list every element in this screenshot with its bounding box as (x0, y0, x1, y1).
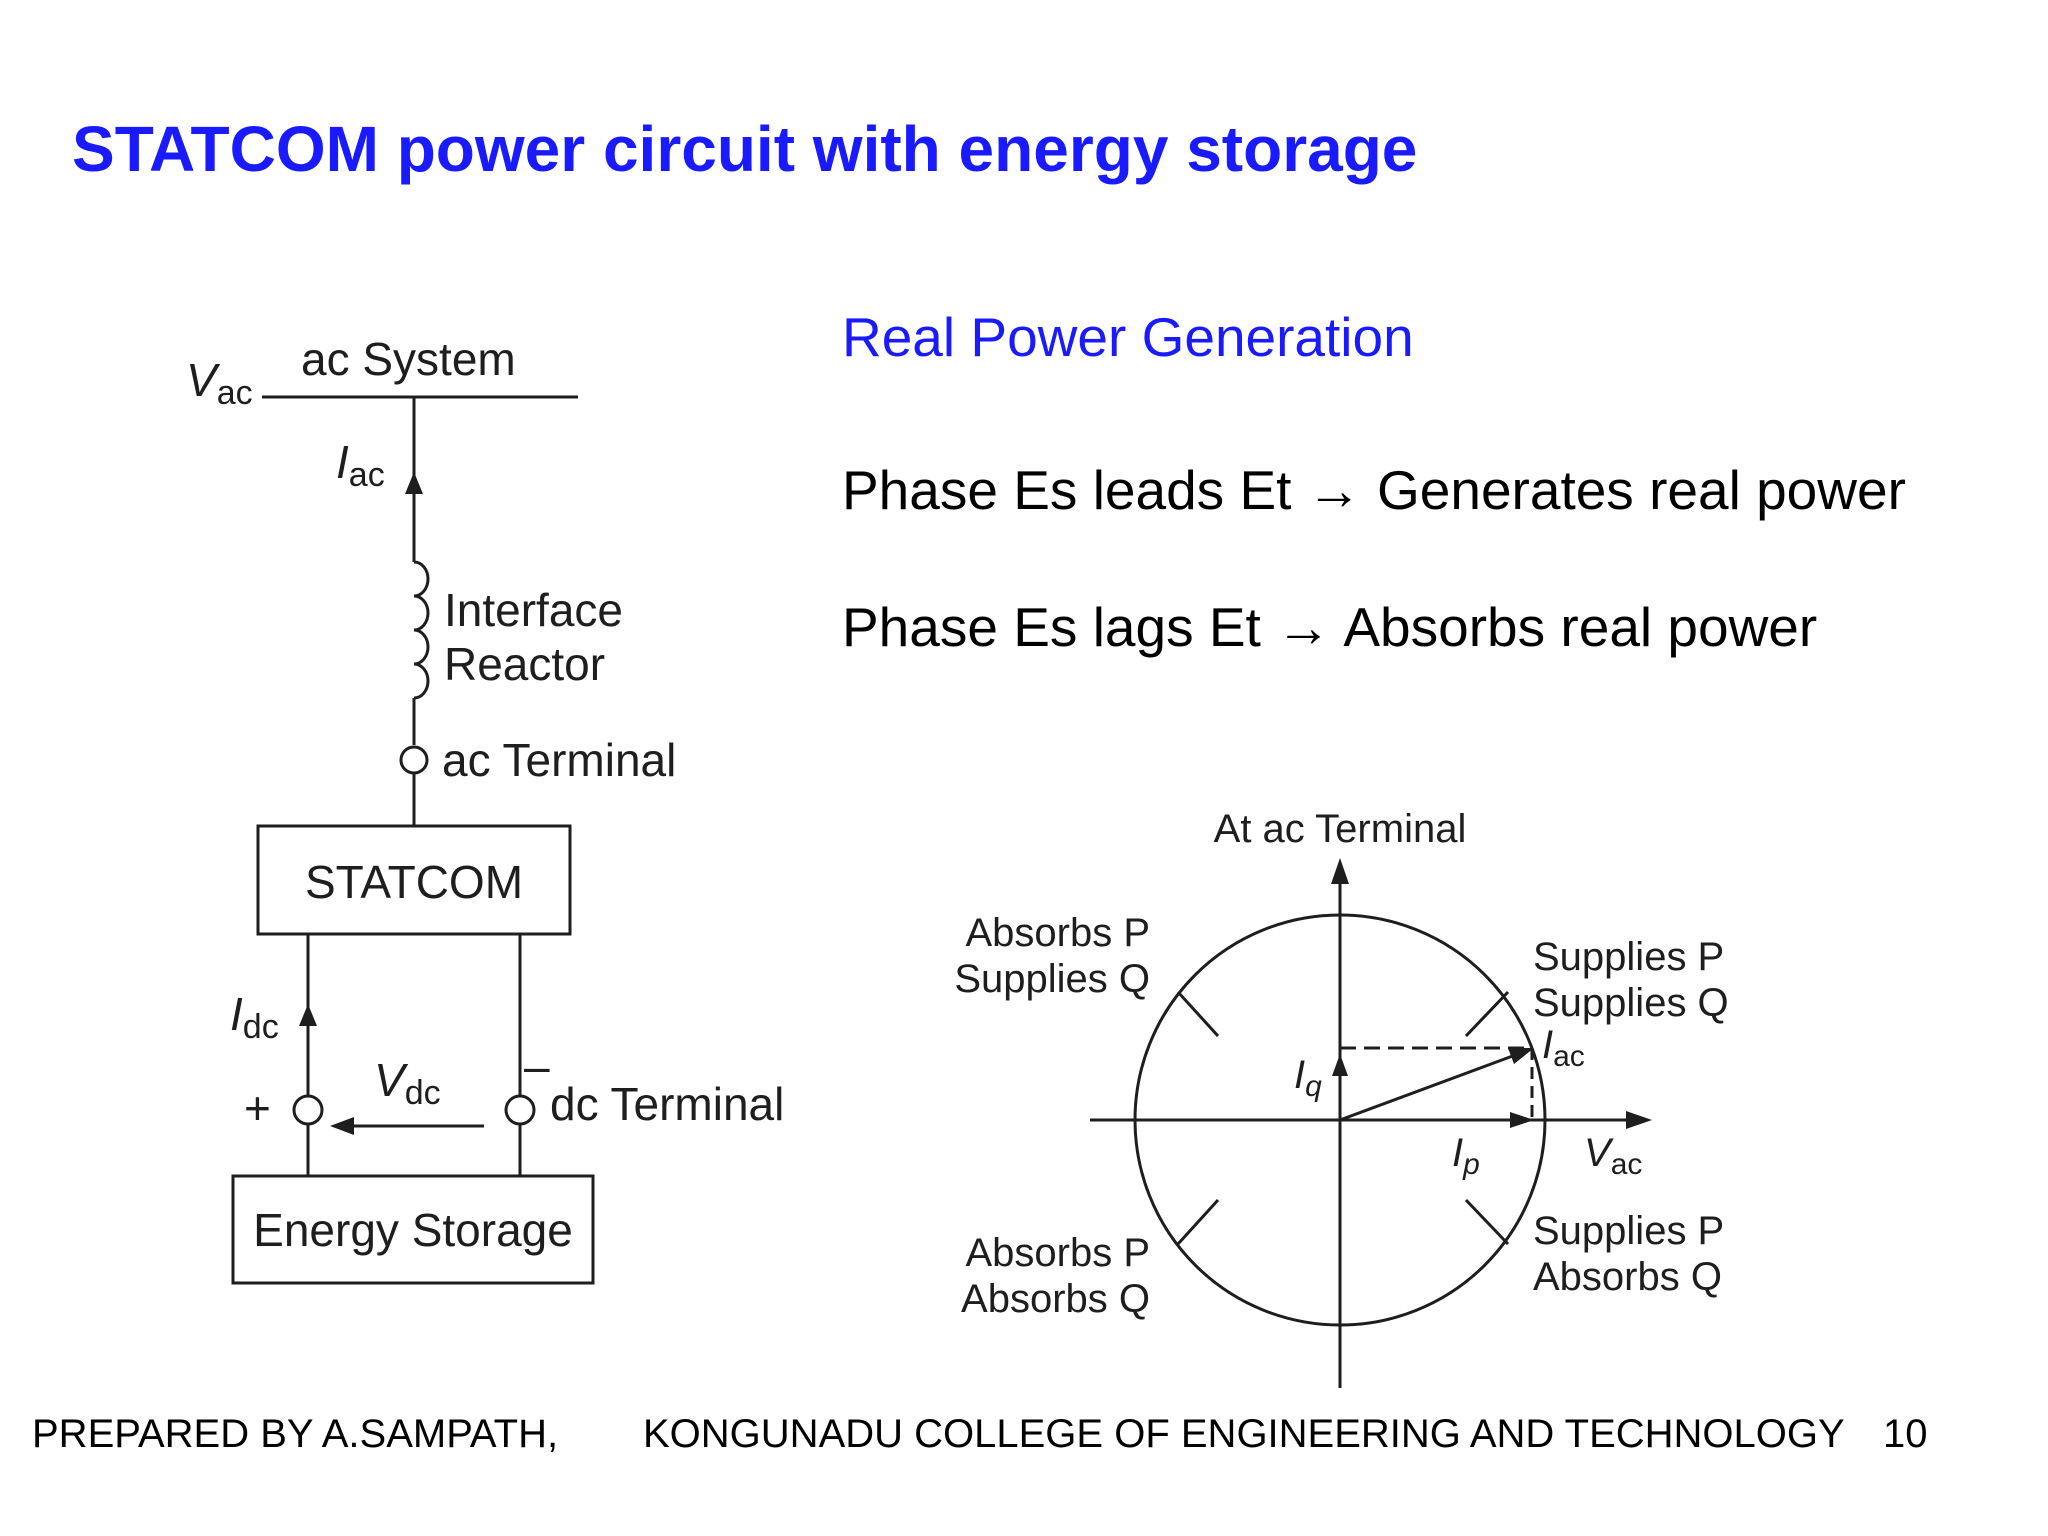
phasor-title: At ac Terminal (1214, 807, 1467, 851)
upper-right-quadrant-line1: Supplies P (1533, 935, 1724, 979)
dc-terminal-label: dc Terminal (550, 1078, 784, 1130)
i-ac-phasor-label: Iac (1542, 1023, 1585, 1073)
i-ac-phasor (1339, 1052, 1519, 1122)
footer-prepared-by: PREPARED BY A.SAMPATH, (32, 1412, 559, 1456)
i-q-arrowhead (1332, 1054, 1348, 1076)
i-ac-label: Iac (336, 436, 385, 494)
page-number: 10 (1883, 1412, 1928, 1456)
v-dc-label: Vdc (374, 1054, 441, 1112)
interface-reactor-coil (413, 560, 430, 700)
energy-storage-label: Energy Storage (253, 1204, 573, 1256)
statcom-label: STATCOM (305, 856, 523, 908)
power-circuit (231, 395, 595, 1285)
dc-positive-terminal-node (292, 1094, 324, 1126)
phasor-diagram (1090, 858, 1652, 1388)
reactive-axis-arrowhead (1331, 858, 1349, 884)
footer-college: KONGUNADU COLLEGE OF ENGINEERING AND TEC… (643, 1412, 1845, 1456)
ac-system-label: ac System (301, 333, 516, 385)
quadrant-marker-upper-left (1176, 990, 1220, 1038)
lags-absorbs-line: Phase Es lags Et → Absorbs real power (842, 596, 1818, 658)
phasor-labels: At ac Terminal Absorbs P Supplies Q Supp… (954, 807, 1728, 1321)
i-ac-arrow (405, 472, 423, 494)
plus-sign: + (244, 1082, 271, 1134)
interface-reactor-label-line1: Interface (444, 584, 623, 636)
slide-title: STATCOM power circuit with energy storag… (72, 113, 1418, 185)
lower-left-quadrant-line2: Absorbs Q (961, 1277, 1150, 1321)
real-axis-arrowhead (1626, 1111, 1652, 1129)
upper-right-quadrant-line2: Supplies Q (1533, 981, 1729, 1025)
statcom-box (256, 824, 572, 936)
v-ac-phasor-label: Vac (1584, 1131, 1642, 1181)
v-ac-label: Vac (186, 354, 253, 412)
ac-terminal-label: ac Terminal (442, 734, 676, 786)
quadrant-marker-lower-left (1176, 1198, 1220, 1246)
minus-sign: – (524, 1040, 550, 1092)
quadrant-marker-lower-right (1464, 1198, 1510, 1246)
i-q-label: Iq (1294, 1053, 1322, 1103)
i-dc-arrow (299, 1004, 317, 1026)
lower-left-quadrant-line1: Absorbs P (965, 1231, 1150, 1275)
quadrant-marker-upper-right (1464, 990, 1510, 1038)
interface-reactor-label-line2: Reactor (444, 638, 605, 690)
upper-left-quadrant-line1: Absorbs P (965, 911, 1150, 955)
ac-terminal-node (399, 745, 429, 775)
lower-right-quadrant-line1: Supplies P (1533, 1209, 1724, 1253)
power-circuit-labels: Vac ac System Iac Interface Reactor ac T… (186, 333, 784, 1256)
dc-negative-terminal-node (504, 1094, 536, 1126)
v-dc-arrow-head (330, 1117, 354, 1135)
leads-generates-line: Phase Es leads Et → Generates real power (842, 459, 1906, 521)
i-p-label: Ip (1452, 1131, 1480, 1181)
i-ac-phasor-arrowhead (1508, 1048, 1534, 1064)
i-dc-label: Idc (230, 988, 279, 1046)
i-p-arrowhead (1510, 1112, 1534, 1128)
real-power-heading: Real Power Generation (842, 306, 1414, 368)
lower-right-quadrant-line2: Absorbs Q (1533, 1255, 1722, 1299)
upper-left-quadrant-line2: Supplies Q (954, 957, 1150, 1001)
energy-storage-box (231, 1174, 595, 1285)
